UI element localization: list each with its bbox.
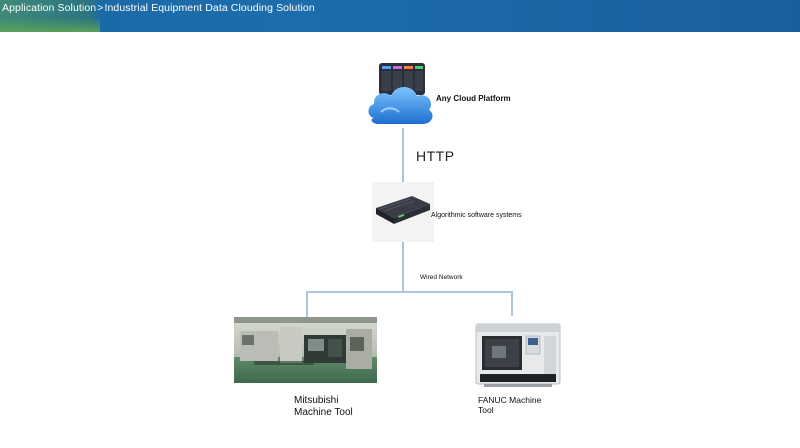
fanuc-machine-photo — [470, 316, 566, 392]
connector-right-drop — [511, 291, 513, 316]
connector-left-drop — [306, 291, 308, 319]
breadcrumb-separator: > — [97, 2, 104, 14]
cloud-label: Any Cloud Platform — [436, 94, 511, 103]
connector-cloud-server — [402, 128, 404, 184]
connector-server-trunk — [402, 242, 404, 292]
mitsubishi-label-line1: Mitsubishi — [294, 395, 339, 406]
rack-server-icon — [376, 196, 430, 224]
fanuc-label-line2: Tool — [478, 405, 494, 415]
fanuc-label-line1: FANUC Machine — [478, 395, 542, 405]
mitsubishi-machine-photo — [234, 317, 377, 383]
wired-network-label: Wired Network — [420, 274, 463, 281]
server-node — [372, 182, 434, 242]
breadcrumb: Application Solution>Industrial Equipmen… — [2, 2, 315, 14]
factory-floor-photo — [234, 317, 377, 383]
cnc-lathe-photo — [475, 323, 561, 387]
header-accent — [0, 18, 100, 32]
cloud-node — [365, 60, 437, 132]
mitsubishi-label: Mitsubishi Machine Tool — [294, 395, 384, 419]
connector-horizontal-bus — [306, 291, 513, 293]
mitsubishi-label-line2: Machine Tool — [294, 407, 353, 418]
http-label: HTTP — [416, 148, 455, 164]
breadcrumb-current: Industrial Equipment Data Clouding Solut… — [104, 2, 315, 14]
fanuc-label: FANUC Machine Tool — [478, 395, 558, 415]
breadcrumb-root[interactable]: Application Solution — [2, 2, 97, 14]
header-bar: Application Solution>Industrial Equipmen… — [0, 0, 800, 32]
cloud-server-icon — [368, 63, 433, 124]
server-label: Algorithmic software systems — [431, 212, 522, 219]
